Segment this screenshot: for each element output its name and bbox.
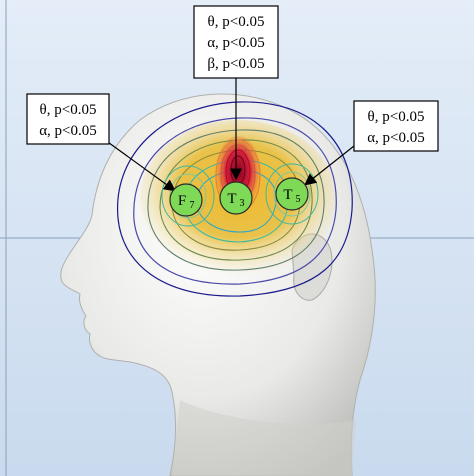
electrode-f7-sub: 7 [190,200,195,211]
outer-contours [117,101,353,297]
callout-right-line-2: α, p<0.05 [367,130,425,146]
callout-center: θ, p<0.05 α, p<0.05 β, p<0.05 [193,5,279,79]
callout-center-line-1: θ, p<0.05 [208,14,265,30]
callout-right-line-1: θ, p<0.05 [368,109,425,125]
arrow-left [104,139,176,192]
electrode-t3-letter: T [227,191,236,207]
arrows [104,78,355,192]
callout-center-line-2: α, p<0.05 [207,35,265,51]
electrode-t5-letter: T [283,187,292,203]
side-contours [161,163,319,227]
electrode-t5: T 5 [275,177,309,211]
callout-left-line-1: θ, p<0.05 [40,102,97,118]
callout-left-line-2: α, p<0.05 [39,123,97,139]
electrode-f7-letter: F [178,193,186,209]
callout-right: θ, p<0.05 α, p<0.05 [353,100,439,152]
callout-left: θ, p<0.05 α, p<0.05 [26,93,110,145]
arrow-right [304,145,355,186]
electrode-t3: T 3 [219,181,253,215]
electrode-t5-sub: 5 [296,194,301,205]
electrode-f7: F 7 [169,183,203,217]
electrode-t3-sub: 3 [240,198,245,209]
callout-center-line-3: β, p<0.05 [207,56,264,72]
neck-shading [172,400,356,476]
